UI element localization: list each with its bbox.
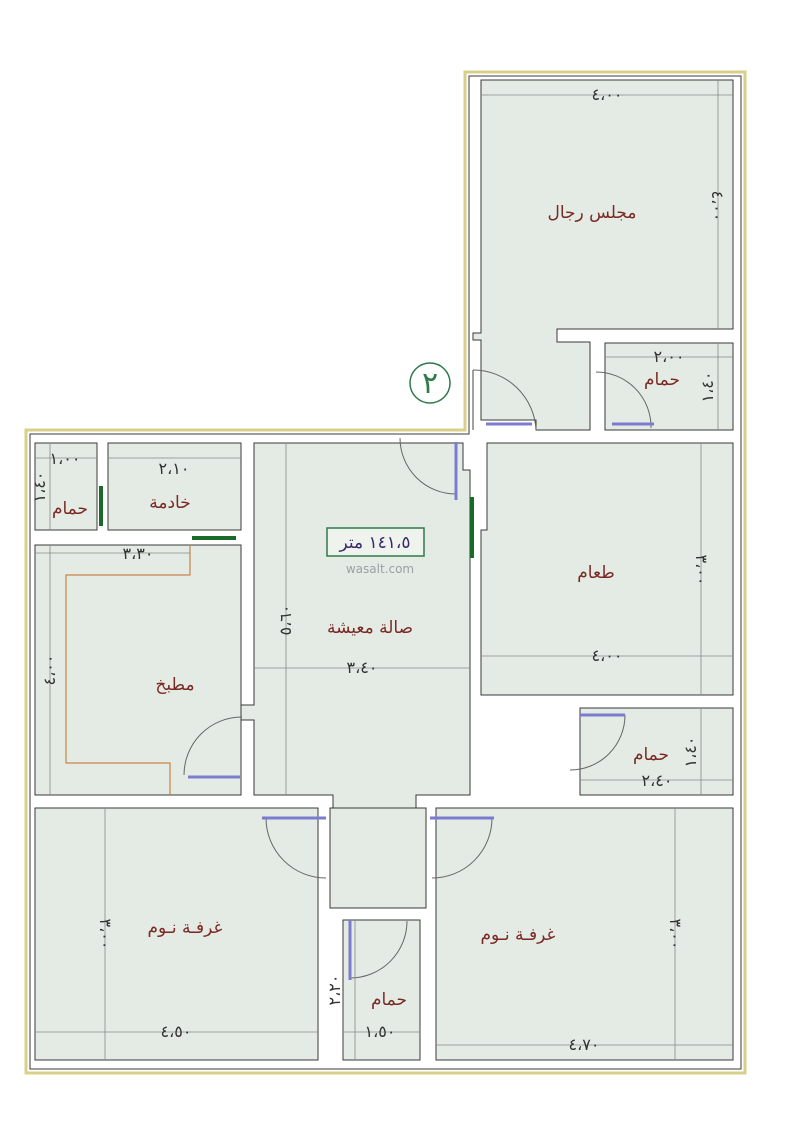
room-dining (480, 442, 734, 696)
dim-bed-right-w: ٤،٧٠ (569, 1035, 600, 1054)
room-bath-right (579, 707, 734, 796)
dim-bed-right-h: ٣،٠٠ (666, 919, 685, 950)
dim-bath-bottom-h: ٢،٢٠ (325, 975, 344, 1006)
dim-bath-top-w: ٢،٠٠ (654, 347, 685, 366)
label-maid: خادمة (149, 493, 190, 513)
room-maid (107, 442, 242, 531)
room-bath-maid (34, 442, 98, 531)
label-bath-maid: حمام (52, 499, 88, 519)
room-bath-top (604, 342, 734, 431)
doors-layer (183, 369, 652, 979)
dim-dining-h: ٣،٠٠ (692, 555, 711, 586)
label-living: صالة معيشة (327, 618, 413, 638)
dim-kitchen-h: ٤،٠٠ (40, 655, 59, 686)
door-bed-left (265, 817, 327, 879)
dim-living-w: ٣،٤٠ (347, 658, 378, 677)
kitchen-counter (65, 545, 191, 795)
door-bath-bottom (349, 920, 408, 979)
label-kitchen: مطبخ (155, 675, 194, 695)
room-kitchen (34, 544, 242, 796)
dim-bed-left-w: ٤،٥٠ (161, 1022, 192, 1041)
watermark: wasalt.com (346, 562, 414, 576)
green-partitions (99, 486, 474, 558)
dim-bath-right-h: ١،٤٠ (681, 737, 700, 768)
area-box (326, 527, 425, 557)
dim-living-h: ٥،٦٠ (276, 605, 295, 636)
dim-dining-w: ٤،٠٠ (592, 646, 623, 665)
area-label: ١٤١،٥ متر (338, 533, 410, 553)
dim-bath-bottom-w: ١،٥٠ (365, 1022, 396, 1041)
label-bed-left: غرفـة نـوم (148, 918, 223, 938)
dimension-lines (35, 80, 733, 1060)
door-majlis (472, 369, 537, 431)
label-bed-right: غرفـة نـوم (481, 925, 556, 945)
door-bath-right (569, 714, 626, 771)
door-leaves (188, 422, 654, 980)
door-bed-right (431, 817, 493, 879)
label-bath-bottom: حمام (371, 990, 407, 1010)
room-bath-bottom (342, 919, 421, 1061)
dim-bed-left-h: ٣،٠٠ (96, 919, 115, 950)
dim-bath-right-w: ٢،٤٠ (642, 771, 673, 790)
unit-number-circle (409, 362, 451, 404)
dim-maid-w: ٢،١٠ (159, 459, 190, 478)
door-living-entry (399, 437, 457, 495)
dim-majlis-w: ٤،٠٠ (592, 85, 623, 104)
door-bath-top (595, 371, 652, 429)
label-bath-right: حمام (633, 745, 669, 765)
room-bed-right (435, 807, 734, 1061)
dim-bath-maid-w: ١،٠٠ (50, 449, 81, 468)
dim-majlis-h: ٤،٠٠ (708, 191, 727, 222)
room-bed-left (34, 807, 319, 1061)
rooms-layer (34, 79, 734, 1061)
label-bath-top: حمام (644, 370, 680, 390)
label-majlis: مجلس رجال (547, 203, 636, 223)
unit-number: ٢ (422, 366, 438, 401)
dim-bath-maid-h: ١،٤٠ (30, 472, 49, 503)
dim-kitchen-w: ٣،٣٠ (123, 544, 154, 563)
room-corridor (329, 807, 427, 909)
door-kitchen (183, 716, 243, 776)
label-dining: طعام (577, 563, 614, 583)
dim-bath-top-h: ١،٤٠ (698, 372, 717, 403)
